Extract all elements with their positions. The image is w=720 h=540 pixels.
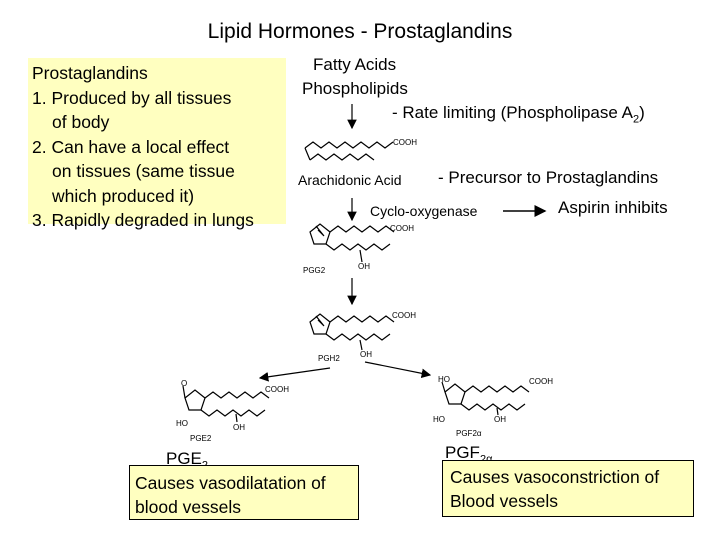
arachidonic-acid-chain xyxy=(309,153,375,161)
pgf2a-ho-bond xyxy=(441,381,446,393)
arachidonic-acid-label: Arachidonic Acid xyxy=(298,172,402,188)
pge2-small-label: PGE2 xyxy=(190,434,212,443)
pge2-ketone xyxy=(182,385,186,399)
arrow-to-pge2 xyxy=(258,367,331,382)
pgh2-oh-bond xyxy=(359,339,363,351)
facts-heading: Prostaglandins xyxy=(32,63,148,83)
precursor-label: - Precursor to Prostaglandins xyxy=(438,168,659,187)
pge2-effect-line: blood vessels xyxy=(135,497,242,517)
ho-label: HO xyxy=(176,419,188,428)
cooh-label: COOH xyxy=(393,138,417,147)
pgh2-ring xyxy=(309,313,331,335)
oh-label: OH xyxy=(360,350,372,359)
pgf2a-small-label: PGF2α xyxy=(456,429,482,438)
pgg2-chain xyxy=(329,225,395,233)
pge2-chain xyxy=(200,409,266,417)
fact-line: 2. Can have a local effect xyxy=(32,136,230,157)
phospholipids-label: Phospholipids xyxy=(302,79,408,98)
cooh-label: COOH xyxy=(390,224,414,233)
pge2-effect-box: Causes vasodilatation of blood vessels xyxy=(129,465,359,520)
facts-box: Prostaglandins 1. Produced by all tissue… xyxy=(28,58,286,230)
pgg2-ring xyxy=(309,223,331,245)
fact-line: which produced it) xyxy=(52,185,195,206)
pgf2a-effect-box: Causes vasoconstriction of Blood vessels xyxy=(442,460,694,517)
pge2-ring xyxy=(184,389,206,411)
oh-label: OH xyxy=(233,423,245,432)
oh-label: OH xyxy=(358,262,370,271)
pgg2-oh-bond xyxy=(359,249,363,263)
arachidonic-acid-chain xyxy=(304,141,394,149)
fact-line: on tissues (same tissue xyxy=(52,161,235,181)
cyclooxygenase-label: Cyclo-oxygenase xyxy=(370,203,478,219)
pgf2a-effect-line: Causes vasoconstriction of xyxy=(450,467,660,487)
rate-limiting-label: - Rate limiting (Phospholipase A2) xyxy=(392,103,645,126)
page-title: Lipid Hormones - Prostaglandins xyxy=(207,20,513,43)
arrow-to-pgf2a xyxy=(364,361,432,379)
pgh2-label: PGH2 xyxy=(318,354,340,363)
oh-label: OH xyxy=(494,415,506,424)
o-label: O xyxy=(181,379,188,388)
cooh-label: COOH xyxy=(529,377,553,386)
pgg2-label: PGG2 xyxy=(303,266,326,275)
pge2-chain xyxy=(204,391,270,399)
pgg2-peroxide xyxy=(315,225,325,237)
cooh-label: COOH xyxy=(265,385,289,394)
arachidonic-acid-chain xyxy=(304,147,311,161)
fact-line: 1. Produced by all tissues xyxy=(32,87,232,108)
pgf2a-effect-line: Blood vessels xyxy=(450,491,558,511)
aspirin-label: Aspirin inhibits xyxy=(558,198,668,217)
cooh-label: COOH xyxy=(392,311,416,320)
pgh2-chain xyxy=(329,315,395,323)
pgh2-chain xyxy=(325,333,391,341)
pgh2-peroxide xyxy=(315,315,325,327)
fatty-acids-label: Fatty Acids xyxy=(313,55,397,74)
fact-line: 3. Rapidly degraded in lungs xyxy=(32,210,254,230)
ho-label: HO xyxy=(438,375,450,384)
pgg2-chain xyxy=(325,243,391,251)
pge2-oh-bond xyxy=(235,413,238,423)
pgf2a-ring xyxy=(444,383,466,405)
fact-line: of body xyxy=(52,112,110,132)
pgf2a-chain xyxy=(464,385,530,393)
pge2-effect-line: Causes vasodilatation of xyxy=(135,473,326,493)
pgf2a-chain xyxy=(460,403,526,411)
pgf2a-oh-bond xyxy=(496,407,499,416)
ho-label: HO xyxy=(433,415,445,424)
